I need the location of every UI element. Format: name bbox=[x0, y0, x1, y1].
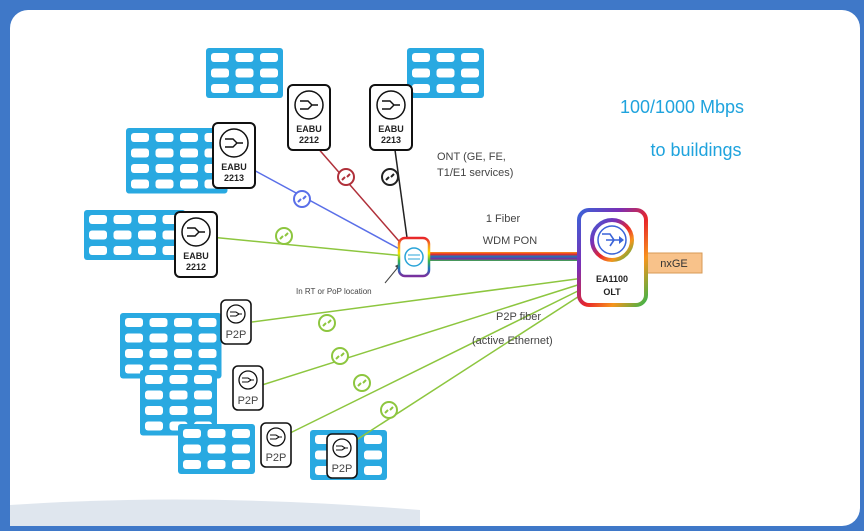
olt-name: EA1100 bbox=[596, 274, 628, 284]
drop-link-ont-4 bbox=[394, 149, 409, 246]
olt-device: EA1100 OLT bbox=[577, 208, 648, 307]
olt-type: OLT bbox=[603, 287, 621, 297]
drop-link-ont-3 bbox=[315, 145, 406, 249]
ont-icon bbox=[376, 90, 406, 120]
p2p-icon bbox=[332, 438, 352, 458]
ont-note-line-2: T1/E1 services) bbox=[437, 167, 513, 179]
headline-line-1: 100/1000 Mbps bbox=[620, 97, 744, 117]
p2p-device: P2P bbox=[260, 422, 292, 468]
connector-icon bbox=[318, 314, 336, 332]
connector-icons bbox=[275, 168, 399, 419]
ont-model: 2213 bbox=[381, 135, 401, 145]
building bbox=[84, 210, 186, 260]
headline-line-2: to buildings bbox=[650, 140, 741, 160]
ont-model: 2212 bbox=[299, 135, 319, 145]
splitter-note: In RT or PoP location bbox=[296, 287, 372, 296]
drop-link-ont-1 bbox=[199, 235, 406, 257]
connector-icon bbox=[293, 190, 311, 208]
p2p-device: P2P bbox=[326, 433, 358, 479]
p2p-label: P2P bbox=[238, 395, 259, 407]
connector-icon bbox=[331, 347, 349, 365]
fiber-note-line-2: WDM PON bbox=[483, 235, 537, 247]
splitter bbox=[397, 236, 431, 278]
p2p-note-line-1: P2P fiber bbox=[496, 311, 541, 323]
drop-link-ont-2 bbox=[249, 167, 406, 253]
olt-logo-icon bbox=[590, 218, 634, 262]
p2p-note-line-2: (active Ethernet) bbox=[472, 335, 553, 347]
ont-note-line-1: ONT (GE, FE, bbox=[437, 151, 506, 163]
p2p-label: P2P bbox=[332, 463, 353, 475]
p2p-icon bbox=[238, 370, 258, 390]
p2p-device: P2P bbox=[232, 365, 264, 411]
fiber-note-line-1: 1 Fiber bbox=[486, 213, 521, 225]
building bbox=[407, 48, 484, 98]
p2p-label: P2P bbox=[226, 329, 247, 341]
p2p-device: P2P bbox=[220, 299, 252, 345]
ont-model: 2212 bbox=[186, 262, 206, 272]
p2p-icon bbox=[266, 427, 286, 447]
building bbox=[206, 48, 283, 98]
p2p-label: P2P bbox=[266, 452, 287, 464]
p2p-link-3 bbox=[281, 287, 585, 438]
ont-name: EABU bbox=[296, 124, 322, 134]
building bbox=[120, 313, 222, 379]
p2p-link-4 bbox=[346, 292, 585, 447]
building bbox=[126, 128, 228, 194]
building bbox=[178, 424, 255, 474]
connector-icon bbox=[381, 168, 399, 186]
building bbox=[140, 370, 217, 436]
slide-swoosh bbox=[10, 499, 420, 526]
pon-fiber-bundle bbox=[428, 252, 580, 261]
p2p-link-2 bbox=[261, 282, 585, 386]
connector-icon bbox=[380, 401, 398, 419]
connector-icon bbox=[275, 227, 293, 245]
connector-icon bbox=[353, 374, 371, 392]
ont-name: EABU bbox=[378, 124, 404, 134]
ont-icon bbox=[219, 128, 249, 158]
p2p-devices: P2P P2P P2P P2P bbox=[220, 299, 358, 479]
ont-name: EABU bbox=[221, 162, 247, 172]
fiber-links bbox=[199, 145, 585, 447]
ont-icon bbox=[294, 90, 324, 120]
ont-name: EABU bbox=[183, 251, 209, 261]
ont-icon bbox=[181, 217, 211, 247]
connector-icon bbox=[337, 168, 355, 186]
uplink-label: nxGE bbox=[660, 258, 688, 270]
ont-model: 2213 bbox=[224, 173, 244, 183]
p2p-icon bbox=[226, 304, 246, 324]
p2p-link-1 bbox=[251, 277, 585, 323]
splitter-pointer bbox=[384, 265, 400, 284]
